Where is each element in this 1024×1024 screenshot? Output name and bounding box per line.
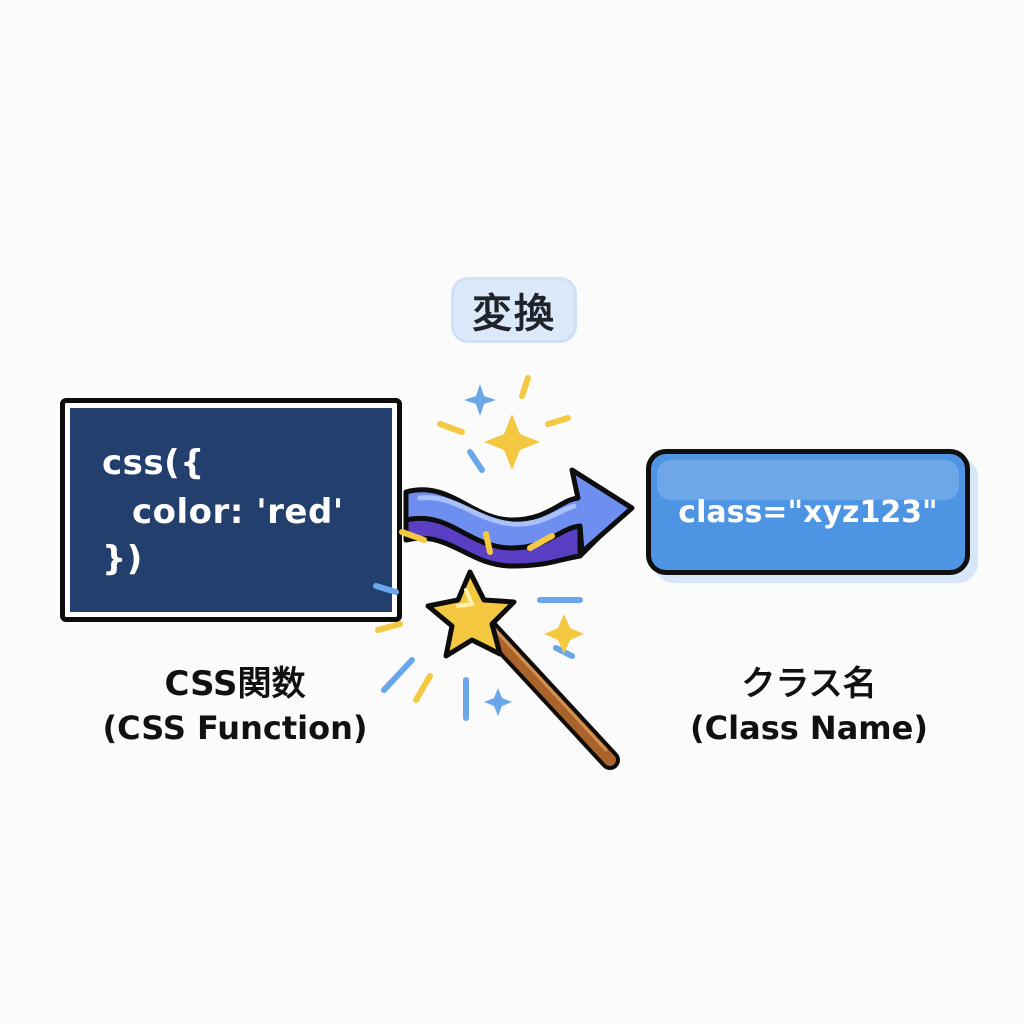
code-block: css({ color: 'red' }): [60, 398, 402, 622]
source-caption: CSS関数 (CSS Function): [80, 662, 390, 750]
sparkle-rays: [373, 375, 583, 721]
target-caption-main: クラス名: [741, 664, 877, 704]
code-line-2: color: 'red': [132, 492, 344, 532]
source-caption-sub: (CSS Function): [102, 709, 368, 747]
class-name-value: class="xyz123": [678, 494, 938, 530]
target-caption: クラス名 (Class Name): [664, 662, 954, 750]
code-line-1: css({: [102, 443, 205, 483]
sparkle-icon: [464, 384, 584, 716]
target-caption-sub: (Class Name): [690, 709, 928, 747]
magic-wand-icon: [425, 569, 620, 770]
title-badge: 変換: [454, 280, 574, 340]
arrow-icon: [403, 467, 635, 569]
class-name-box: class="xyz123": [646, 449, 970, 575]
diagram-title: 変換: [472, 291, 556, 337]
source-caption-main: CSS関数: [164, 664, 306, 704]
code-line-3: }): [102, 539, 143, 579]
